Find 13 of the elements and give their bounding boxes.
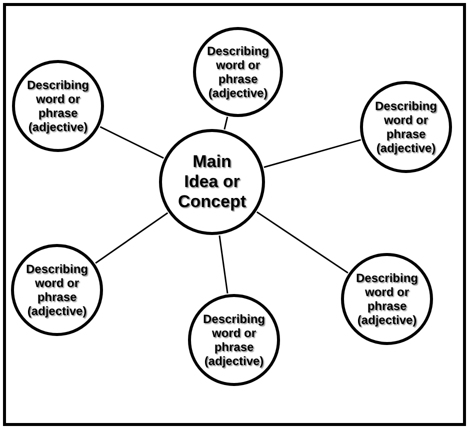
describing-text: Describing word or phrase (adjective) [374, 99, 438, 155]
describing-text: Describing word or phrase (adjective) [206, 44, 270, 100]
connector-line [256, 211, 348, 274]
main-idea-text: Main Idea or Concept [177, 152, 247, 212]
describing-text: Describing word or phrase (adjective) [26, 78, 90, 134]
connector-line [218, 235, 228, 294]
connector-line [100, 126, 164, 159]
describing-text: Describing word or phrase (adjective) [202, 312, 266, 368]
describing-text: Describing word or phrase (adjective) [354, 271, 419, 327]
connector-line [264, 139, 361, 168]
connector-line [224, 116, 228, 130]
describing-text: Describing word or phrase (adjective) [24, 262, 89, 318]
connector-line [95, 212, 168, 264]
